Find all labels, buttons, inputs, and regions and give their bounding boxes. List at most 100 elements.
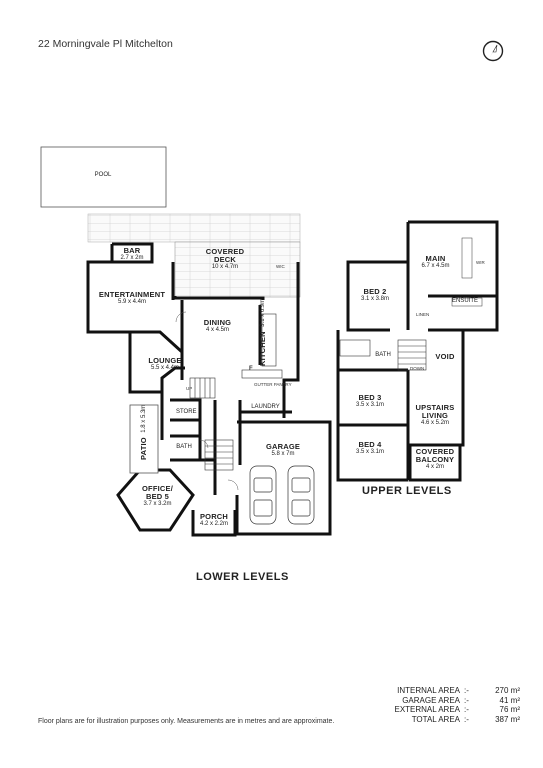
room-office-dims: 3.7 x 3.2m bbox=[143, 500, 172, 507]
room-bath-lower-name: BATH bbox=[176, 444, 192, 450]
room-main: MAIN 6.7 x 4.5m bbox=[413, 255, 458, 269]
disclaimer: Floor plans are for illustration purpose… bbox=[38, 718, 335, 725]
room-garage-dims: 5.8 x 7m bbox=[271, 450, 295, 457]
room-bed2-name: BED 2 bbox=[363, 287, 387, 296]
upper-walls bbox=[336, 220, 499, 482]
area-label: GARAGE AREA bbox=[402, 695, 460, 705]
lower-levels-label: LOWER LEVELS bbox=[196, 571, 289, 583]
area-label: INTERNAL AREA bbox=[397, 686, 460, 695]
room-bed4: BED 4 3.5 x 3.1m bbox=[350, 441, 390, 455]
room-ensuite-name: ENSUITE bbox=[451, 298, 478, 304]
area-summary: INTERNAL AREA :- 270 m² GARAGE AREA :- 4… bbox=[380, 686, 520, 724]
area-label: TOTAL AREA bbox=[411, 714, 460, 724]
area-value: 41 m² bbox=[499, 695, 520, 705]
room-porch-dims: 4.2 x 2.2m bbox=[199, 520, 228, 527]
room-covered-balcony: COVERED BALCONY 4 x 2m bbox=[410, 448, 460, 470]
room-bath-upper: BATH bbox=[372, 352, 394, 358]
room-covered-deck-name: COVERED DECK bbox=[205, 247, 245, 264]
label-linen: LINEN bbox=[416, 312, 430, 317]
room-bath-lower: BATH bbox=[174, 444, 194, 450]
room-upstairs-living-name: UPSTAIRS LIVING bbox=[415, 403, 455, 420]
room-void: VOID bbox=[432, 353, 458, 361]
kitchen-island bbox=[241, 369, 283, 379]
room-porch: PORCH 4.2 x 2.2m bbox=[193, 513, 235, 527]
room-kitchen-dims: 3.1 x 6.9m bbox=[260, 298, 266, 327]
area-sep: :- bbox=[464, 714, 469, 724]
room-entertainment-dims: 5.9 x 4.4m bbox=[117, 298, 146, 305]
area-value: 387 m² bbox=[495, 714, 520, 724]
room-porch-name: PORCH bbox=[199, 512, 229, 521]
garage-cars bbox=[249, 465, 315, 525]
room-bed4-name: BED 4 bbox=[358, 440, 382, 449]
room-upstairs-living: UPSTAIRS LIVING 4.6 x 5.2m bbox=[410, 404, 460, 426]
area-row: TOTAL AREA :- 387 m² bbox=[380, 715, 520, 725]
covered-deck-area bbox=[174, 241, 301, 298]
room-lounge: LOUNGE 5.5 x 4.4m bbox=[135, 357, 195, 371]
label-f: F bbox=[249, 366, 253, 372]
label-wic: WIC bbox=[276, 264, 285, 269]
room-laundry: LAUNDRY bbox=[248, 404, 283, 410]
room-covered-balcony-dims: 4 x 2m bbox=[425, 463, 444, 470]
label-gutter-pantry: GUTTER PANTRY bbox=[254, 382, 292, 387]
property-address: 22 Morningvale Pl Mitchelton bbox=[38, 38, 173, 50]
room-patio: PATIO 1.8 x 5.3m bbox=[136, 405, 153, 460]
room-bed4-dims: 3.5 x 3.1m bbox=[355, 448, 384, 455]
room-bar-name: BAR bbox=[123, 246, 141, 255]
area-row: INTERNAL AREA :- 270 m² bbox=[380, 686, 520, 696]
area-sep: :- bbox=[464, 705, 469, 714]
room-lounge-dims: 5.5 x 4.4m bbox=[150, 364, 179, 371]
room-dining-name: DINING bbox=[203, 318, 232, 327]
room-office: OFFICE/ BED 5 3.7 x 3.2m bbox=[135, 485, 180, 507]
kitchen-bench bbox=[261, 313, 277, 367]
room-upstairs-living-dims: 4.6 x 5.2m bbox=[420, 419, 449, 426]
room-main-name: MAIN bbox=[425, 254, 446, 263]
upper-stairs bbox=[397, 339, 427, 371]
room-bar: BAR 2.7 x 2m bbox=[112, 247, 152, 261]
room-pool: POOL bbox=[88, 172, 118, 178]
room-patio-name: PATIO bbox=[139, 437, 148, 460]
room-lounge-name: LOUNGE bbox=[148, 356, 182, 365]
room-bed3: BED 3 3.5 x 3.1m bbox=[350, 394, 390, 408]
room-bed2: BED 2 3.1 x 3.8m bbox=[355, 288, 395, 302]
door-swings bbox=[175, 311, 239, 491]
room-covered-balcony-name: COVERED BALCONY bbox=[415, 447, 455, 464]
label-up-lower: UP bbox=[186, 386, 193, 391]
room-ensuite: ENSUITE bbox=[450, 298, 480, 304]
deck-area bbox=[87, 213, 301, 243]
room-covered-deck-dims: 10 x 4.7m bbox=[211, 263, 239, 270]
pool-outline bbox=[40, 146, 167, 208]
area-row: EXTERNAL AREA :- 76 m² bbox=[380, 705, 520, 715]
room-office-name: OFFICE/ BED 5 bbox=[142, 484, 173, 501]
room-laundry-name: LAUNDRY bbox=[251, 404, 280, 410]
room-dining: DINING 4 x 4.5m bbox=[195, 319, 240, 333]
main-wardrobe bbox=[461, 237, 473, 279]
room-bath-upper-name: BATH bbox=[375, 352, 391, 358]
room-main-dims: 6.7 x 4.5m bbox=[421, 262, 450, 269]
room-bed3-name: BED 3 bbox=[358, 393, 382, 402]
room-garage-name: GARAGE bbox=[265, 442, 301, 451]
room-entertainment-name: ENTERTAINMENT bbox=[98, 290, 166, 299]
label-wir: WIR bbox=[476, 260, 485, 265]
area-row: GARAGE AREA :- 41 m² bbox=[380, 696, 520, 706]
room-kitchen-name: KITCHEN bbox=[258, 331, 267, 366]
lower-stairs bbox=[189, 377, 234, 471]
room-store: STORE bbox=[176, 409, 197, 415]
ensuite-vanity bbox=[451, 297, 483, 307]
area-sep: :- bbox=[464, 686, 469, 695]
area-sep: :- bbox=[464, 695, 469, 705]
room-bar-dims: 2.7 x 2m bbox=[120, 254, 144, 261]
room-bed2-dims: 3.1 x 3.8m bbox=[360, 295, 389, 302]
room-void-name: VOID bbox=[435, 352, 455, 361]
area-label: EXTERNAL AREA bbox=[394, 705, 460, 714]
room-dining-dims: 4 x 4.5m bbox=[205, 326, 229, 333]
north-arrow-icon bbox=[482, 40, 504, 62]
room-covered-deck: COVERED DECK 10 x 4.7m bbox=[190, 248, 260, 270]
area-value: 76 m² bbox=[499, 705, 520, 714]
room-kitchen: KITCHEN 3.1 x 6.9m bbox=[255, 299, 272, 366]
patio-outline bbox=[129, 404, 159, 474]
room-patio-dims: 1.8 x 5.3m bbox=[141, 404, 147, 433]
label-down: DOWN bbox=[410, 366, 425, 371]
room-store-name: STORE bbox=[176, 409, 197, 415]
upper-levels-label: UPPER LEVELS bbox=[362, 485, 452, 497]
